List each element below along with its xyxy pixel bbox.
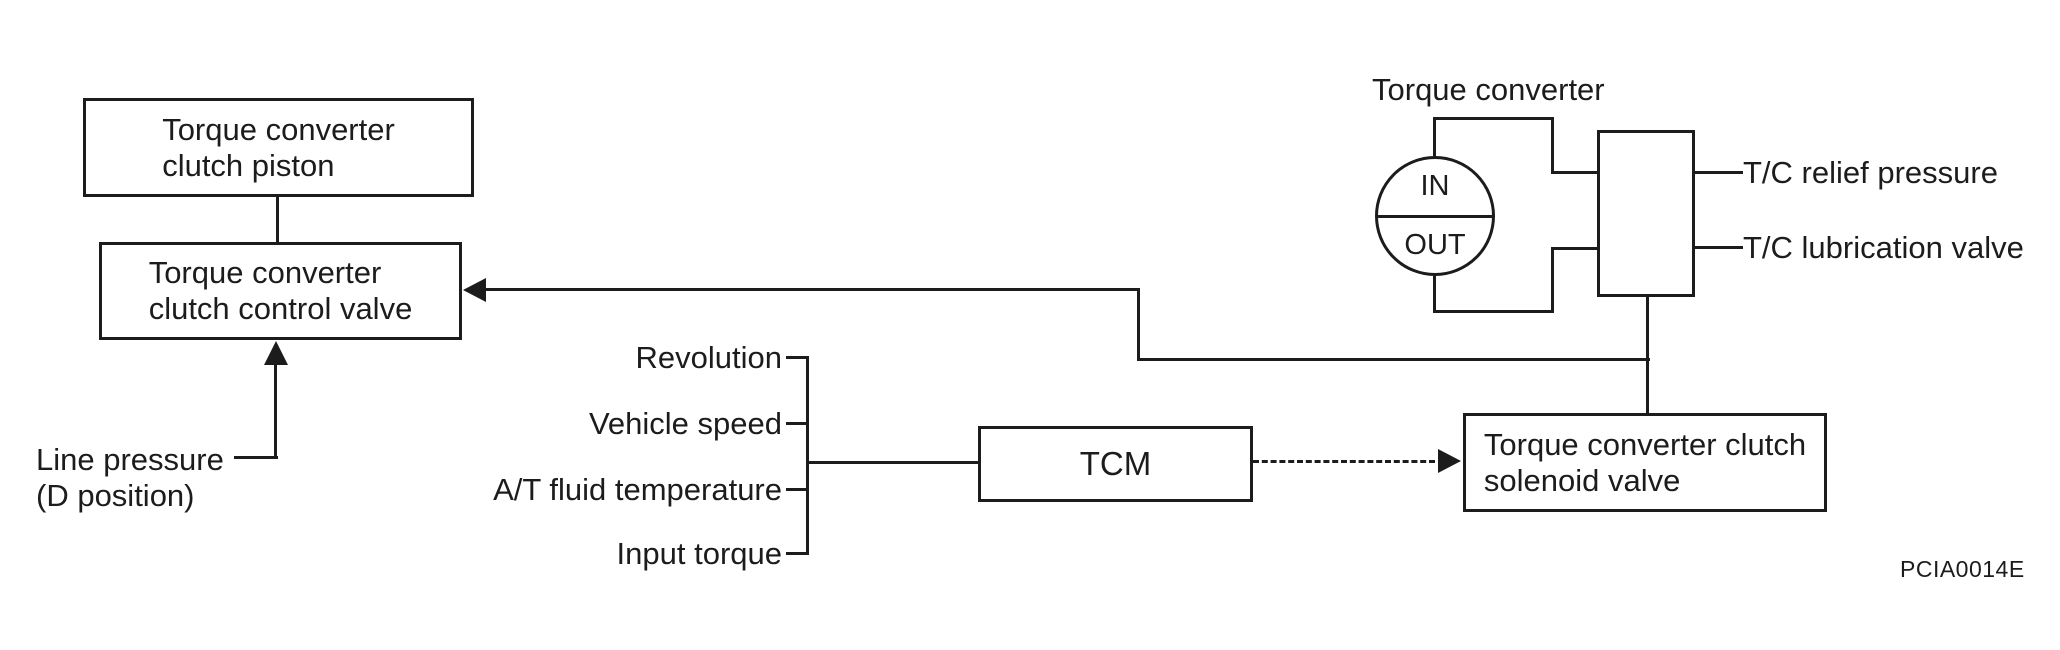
tc-relief-pressure-label: T/C relief pressure [1743, 155, 1998, 190]
torque-converter-in-out-symbol: IN OUT [1375, 156, 1495, 276]
in-pipe-horizontal-top [1433, 117, 1554, 120]
connector-piston-to-control-valve [276, 197, 279, 242]
tcm-input-input-torque: Input torque [616, 536, 782, 571]
lubrication-valve-lead-line [1695, 246, 1743, 249]
clutch-piston-label-line2: clutch piston [162, 147, 335, 183]
arrowhead-into-solenoid-valve [1438, 449, 1461, 473]
valve-body-to-solenoid-line [1646, 295, 1649, 413]
out-pipe-into-valve-body [1551, 247, 1600, 250]
feedback-line-lower-horizontal [1137, 358, 1650, 361]
feedback-line-jog-vertical [1137, 288, 1140, 361]
line-pressure-label: Line pressure (D position) [36, 442, 224, 514]
in-pipe-into-valve-body [1551, 171, 1600, 174]
tc-lubrication-valve-label: T/C lubrication valve [1743, 230, 2024, 265]
input-tick-revolution [786, 356, 808, 359]
in-pipe-vertical-drop [1551, 117, 1554, 174]
input-tick-at-fluid-temperature [786, 488, 808, 491]
tc-valve-body-box [1597, 130, 1695, 297]
torque-converter-out-label: OUT [1404, 228, 1466, 261]
figure-code: PCIA0014E [1900, 556, 2025, 582]
feedback-line-upper-horizontal [484, 288, 1140, 291]
tcm-label: TCM [1079, 445, 1152, 482]
torque-converter-clutch-solenoid-valve-box: Torque converter clutch solenoid valve [1463, 413, 1827, 512]
out-pipe-vertical-rise [1551, 247, 1554, 313]
in-pipe-vertical-from-circle [1433, 117, 1436, 158]
torque-converter-in-label: IN [1420, 170, 1450, 203]
arrowhead-up-into-control-valve [264, 341, 288, 365]
input-bus-to-tcm-line [806, 461, 978, 464]
tcm-command-dashed-line [1253, 460, 1435, 463]
control-valve-label-line2: clutch control valve [148, 291, 413, 326]
torque-converter-clutch-piston-box: Torque converter clutch piston [83, 98, 474, 197]
line-pressure-riser-line [274, 346, 277, 459]
solenoid-valve-label-line2: solenoid valve [1483, 462, 1681, 498]
tcm-input-revolution: Revolution [635, 340, 782, 375]
line-pressure-label-line1: Line pressure [36, 442, 224, 477]
clutch-piston-label-line1: Torque converter [162, 111, 395, 147]
tcm-box: TCM [978, 426, 1253, 502]
in-out-divider-line [1378, 214, 1492, 218]
control-valve-label-line1: Torque converter [148, 255, 382, 290]
out-pipe-horizontal-bottom [1433, 310, 1554, 313]
tcm-input-vehicle-speed: Vehicle speed [588, 406, 782, 441]
torque-converter-title: Torque converter [1372, 72, 1605, 107]
arrowhead-into-control-valve [463, 278, 486, 302]
input-tick-input-torque [786, 552, 808, 555]
tcm-input-at-fluid-temperature: A/T fluid temperature [493, 472, 782, 507]
line-pressure-label-line2: (D position) [36, 478, 195, 513]
solenoid-valve-label-line1: Torque converter clutch [1483, 426, 1807, 462]
relief-pressure-lead-line [1695, 171, 1743, 174]
input-bus-vertical [806, 356, 809, 555]
torque-converter-clutch-control-valve-box: Torque converter clutch control valve [99, 242, 462, 340]
input-tick-vehicle-speed [786, 422, 808, 425]
out-pipe-vertical-from-circle [1433, 274, 1436, 313]
line-pressure-lead-line [234, 456, 278, 459]
